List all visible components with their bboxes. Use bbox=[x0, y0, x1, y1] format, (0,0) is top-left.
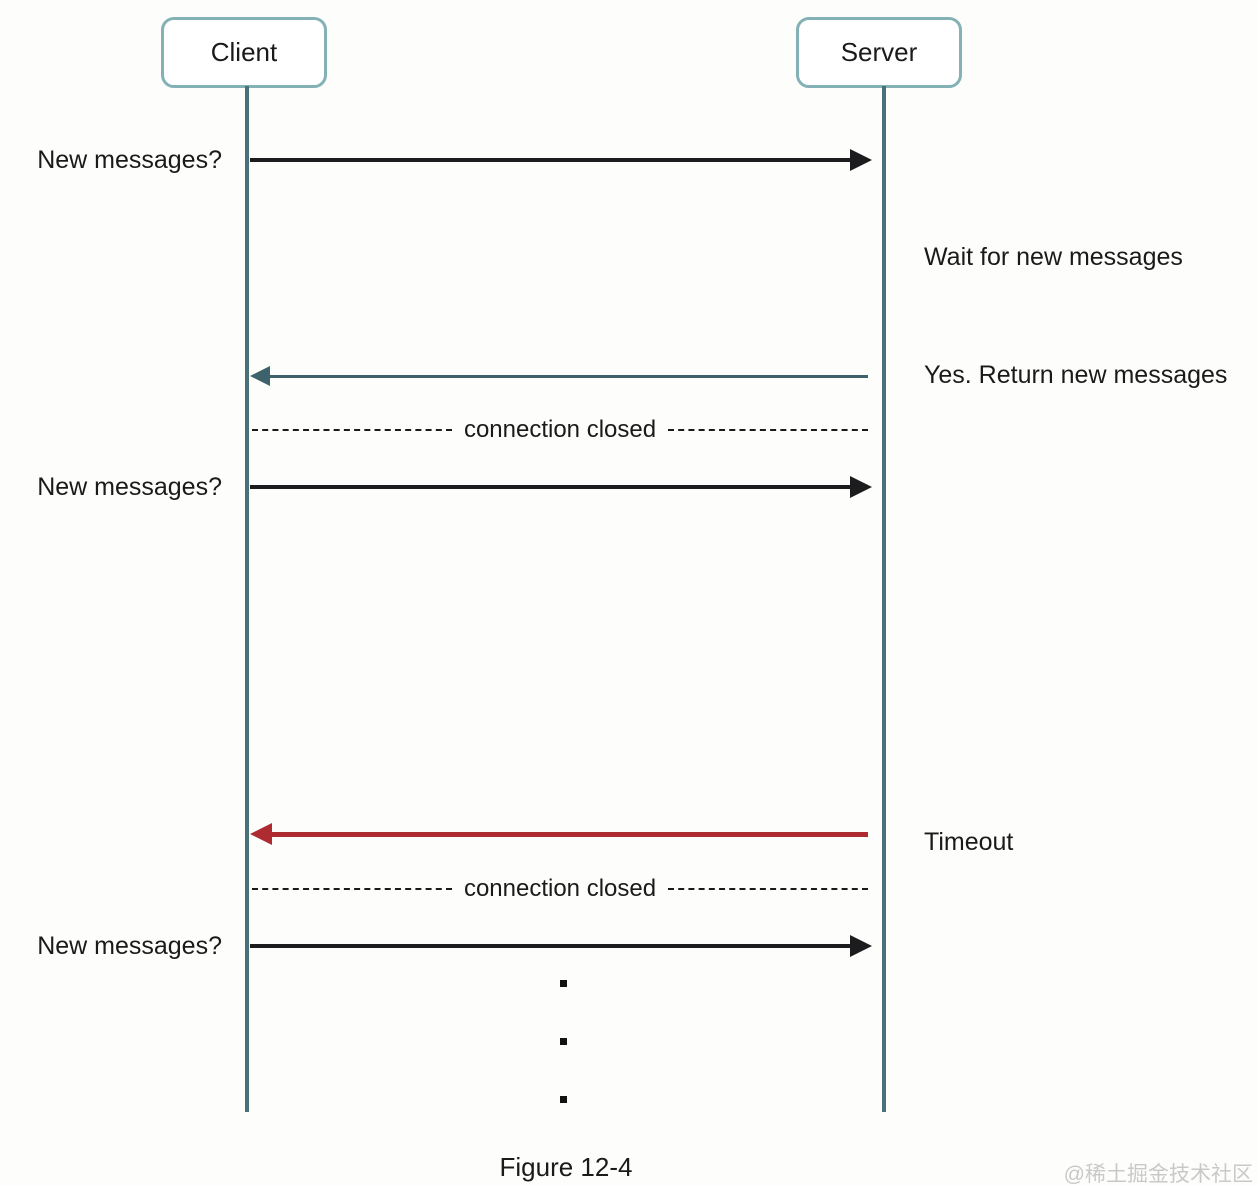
arrowhead-right-icon bbox=[850, 149, 872, 171]
arrow-shaft bbox=[250, 158, 850, 162]
connection-closed-divider-1: connection closed bbox=[252, 415, 869, 445]
arrow-request-1 bbox=[250, 148, 872, 172]
message-label-new-messages-1: New messages? bbox=[37, 146, 222, 174]
connection-closed-divider-2: connection closed bbox=[252, 874, 869, 904]
arrow-shaft bbox=[250, 944, 850, 948]
message-label-yes-return: Yes. Return new messages bbox=[924, 361, 1228, 389]
ellipsis-dot bbox=[560, 980, 567, 987]
lifeline-server bbox=[882, 86, 886, 1112]
arrowhead-right-icon bbox=[850, 935, 872, 957]
dashed-line bbox=[252, 429, 452, 431]
arrowhead-left-red-icon bbox=[250, 823, 272, 845]
actor-label-server: Server bbox=[840, 37, 918, 67]
message-label-new-messages-3: New messages? bbox=[37, 932, 222, 960]
ellipsis-dot bbox=[560, 1038, 567, 1045]
dashed-line bbox=[252, 888, 452, 890]
arrow-shaft bbox=[270, 374, 868, 378]
message-label-new-messages-2: New messages? bbox=[37, 473, 222, 501]
arrow-request-3 bbox=[250, 934, 872, 958]
actor-label-client: Client bbox=[210, 37, 278, 67]
dashed-line bbox=[668, 429, 869, 431]
figure-caption: Figure 12-4 bbox=[499, 1152, 633, 1182]
arrowhead-right-icon bbox=[850, 476, 872, 498]
arrowhead-left-icon bbox=[250, 366, 270, 386]
actor-box-client: Client bbox=[161, 17, 327, 88]
arrow-response bbox=[250, 365, 868, 387]
lifeline-client bbox=[245, 86, 249, 1112]
arrow-shaft bbox=[272, 831, 868, 837]
arrow-timeout bbox=[250, 821, 868, 847]
arrow-request-2 bbox=[250, 475, 872, 499]
dashed-line bbox=[668, 888, 869, 890]
actor-box-server: Server bbox=[796, 17, 962, 88]
connection-closed-label-2: connection closed bbox=[463, 875, 657, 902]
watermark-text: @稀土掘金技术社区 bbox=[1063, 1163, 1253, 1186]
ellipsis-dot bbox=[560, 1096, 567, 1103]
annotation-wait: Wait for new messages bbox=[924, 243, 1183, 271]
connection-closed-label-1: connection closed bbox=[463, 416, 657, 443]
arrow-shaft bbox=[250, 485, 850, 489]
message-label-timeout: Timeout bbox=[924, 828, 1014, 856]
